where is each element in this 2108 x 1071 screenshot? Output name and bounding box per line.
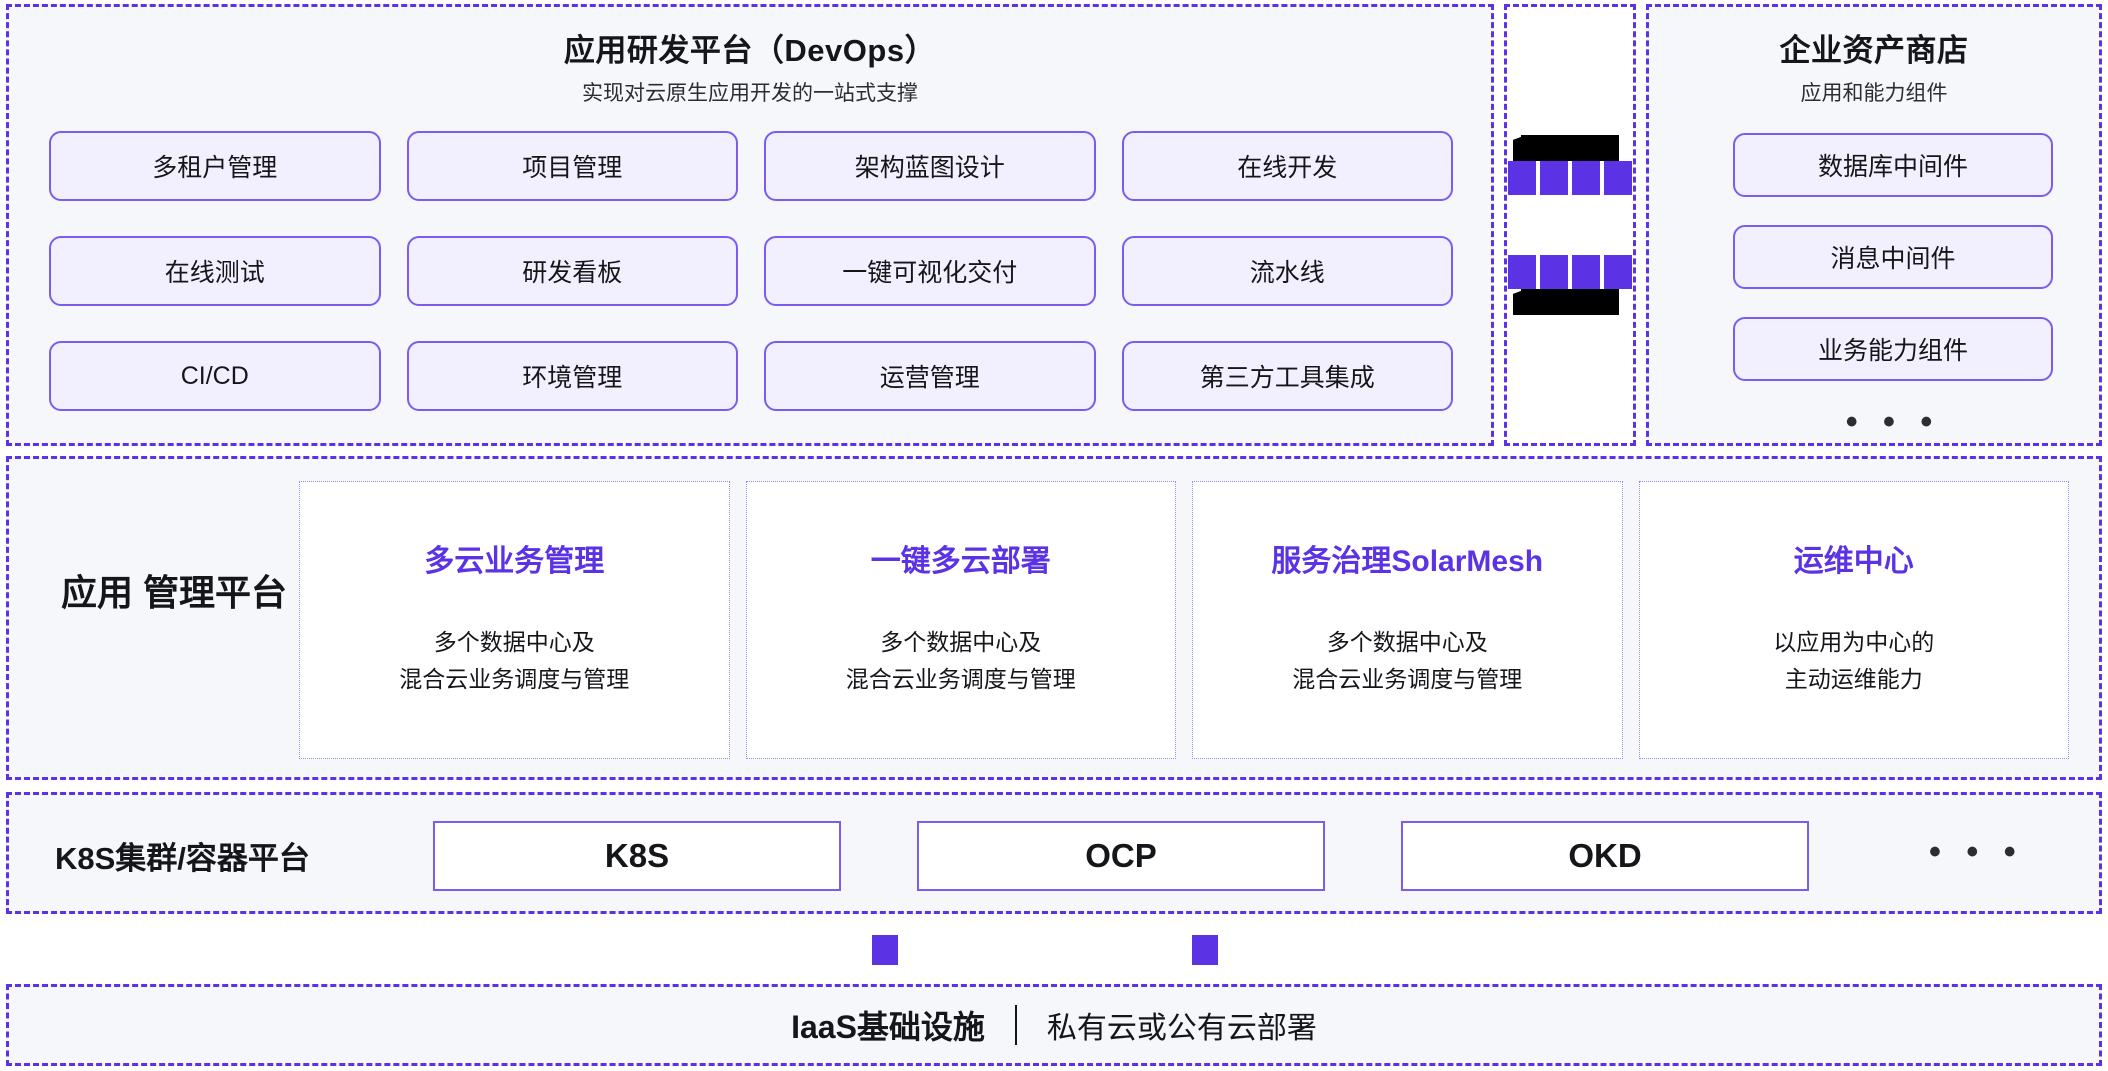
connector-square (1508, 255, 1536, 289)
asset-tile-message-middleware[interactable]: 消息中间件 (1733, 225, 2053, 289)
mgmt-card-title: 服务治理SolarMesh (1271, 545, 1544, 578)
devops-panel: 应用研发平台（DevOps） 实现对云原生应用开发的一站式支撑 多租户管理 项目… (6, 4, 1494, 446)
redacted-middle-column (1504, 4, 1636, 446)
mgmt-card-title: 一键多云部署 (870, 545, 1051, 578)
k8s-more-dots-icon: • • • (1929, 833, 2024, 871)
devops-tile-one-click[interactable]: 一键可视化交付 (764, 236, 1096, 306)
devops-tile-grid: 多租户管理 项目管理 架构蓝图设计 在线开发 在线测试 研发看板 一键可视化交付… (49, 131, 1453, 411)
asset-store-panel: 企业资产商店 应用和能力组件 数据库中间件 消息中间件 业务能力组件 • • • (1646, 4, 2102, 446)
k8s-item-row: K8S OCP OKD (433, 821, 1809, 891)
devops-subtitle: 实现对云原生应用开发的一站式支撑 (582, 82, 918, 105)
asset-store-subtitle: 应用和能力组件 (1800, 82, 1948, 105)
asset-store-title: 企业资产商店 (1779, 33, 1969, 68)
connector-square-right (1192, 935, 1218, 965)
k8s-box-ocp[interactable]: OCP (917, 821, 1325, 891)
devops-tile-online-test[interactable]: 在线测试 (49, 236, 381, 306)
devops-tile-pipeline[interactable]: 流水线 (1121, 236, 1453, 306)
redaction-bar-top (1521, 135, 1619, 161)
mgmt-card-title: 运维中心 (1793, 545, 1914, 578)
connector-square (1572, 161, 1600, 195)
k8s-box-okd[interactable]: OKD (1401, 821, 1809, 891)
mgmt-card-multicloud-business[interactable]: 多云业务管理 多个数据中心及 混合云业务调度与管理 (299, 481, 730, 759)
k8s-panel-label: K8S集群/容器平台 (55, 841, 310, 876)
devops-tile-blueprint[interactable]: 架构蓝图设计 (764, 131, 1096, 201)
devops-tile-project[interactable]: 项目管理 (406, 131, 738, 201)
connector-square-left (872, 935, 898, 965)
k8s-platform-panel: K8S集群/容器平台 K8S OCP OKD • • • (6, 792, 2102, 914)
asset-store-tile-list: 数据库中间件 消息中间件 业务能力组件 (1733, 133, 2053, 381)
connector-square (1508, 161, 1536, 195)
app-management-panel: 应用 管理平台 多云业务管理 多个数据中心及 混合云业务调度与管理 一键多云部署… (6, 456, 2102, 780)
iaas-divider (1014, 1005, 1017, 1045)
redaction-bar-bottom (1521, 289, 1619, 315)
mgmt-card-desc: 以应用为中心的 主动运维能力 (1773, 629, 1935, 692)
mgmt-card-desc: 多个数据中心及 混合云业务调度与管理 (1292, 629, 1523, 692)
devops-tile-cicd[interactable]: CI/CD (49, 341, 381, 411)
k8s-box-k8s[interactable]: K8S (433, 821, 841, 891)
mgmt-card-ops-center[interactable]: 运维中心 以应用为中心的 主动运维能力 (1638, 481, 2069, 759)
iaas-panel: IaaS基础设施 私有云或公有云部署 (6, 984, 2102, 1066)
mgmt-card-desc: 多个数据中心及 混合云业务调度与管理 (845, 629, 1076, 692)
devops-tile-online-dev[interactable]: 在线开发 (1121, 131, 1453, 201)
devops-tile-environment[interactable]: 环境管理 (406, 341, 738, 411)
iaas-subtitle: 私有云或公有云部署 (1046, 1012, 1317, 1045)
asset-store-more-dots-icon: • • • (1845, 403, 1941, 441)
connector-square (1572, 255, 1600, 289)
mgmt-card-solarmesh[interactable]: 服务治理SolarMesh 多个数据中心及 混合云业务调度与管理 (1192, 481, 1623, 759)
app-management-label: 应用 管理平台 (61, 572, 288, 613)
connector-square (1604, 161, 1632, 195)
devops-title: 应用研发平台（DevOps） (563, 33, 937, 68)
connector-square (1604, 255, 1632, 289)
asset-tile-db-middleware[interactable]: 数据库中间件 (1733, 133, 2053, 197)
mgmt-card-desc: 多个数据中心及 混合云业务调度与管理 (399, 629, 630, 692)
devops-tile-third-party[interactable]: 第三方工具集成 (1121, 341, 1453, 411)
devops-tile-dev-board[interactable]: 研发看板 (406, 236, 738, 306)
mgmt-card-title: 多云业务管理 (424, 545, 605, 578)
connector-square-row-bottom (1508, 255, 1632, 289)
devops-tile-multitenant[interactable]: 多租户管理 (49, 131, 381, 201)
connector-square-row-top (1508, 161, 1632, 195)
asset-tile-business-component[interactable]: 业务能力组件 (1733, 317, 2053, 381)
devops-tile-operations[interactable]: 运营管理 (764, 341, 1096, 411)
app-management-card-grid: 多云业务管理 多个数据中心及 混合云业务调度与管理 一键多云部署 多个数据中心及… (299, 481, 2069, 759)
connector-square (1540, 255, 1568, 289)
iaas-title: IaaS基础设施 (791, 1009, 985, 1045)
mgmt-card-one-click-deploy[interactable]: 一键多云部署 多个数据中心及 混合云业务调度与管理 (745, 481, 1176, 759)
connector-square (1540, 161, 1568, 195)
